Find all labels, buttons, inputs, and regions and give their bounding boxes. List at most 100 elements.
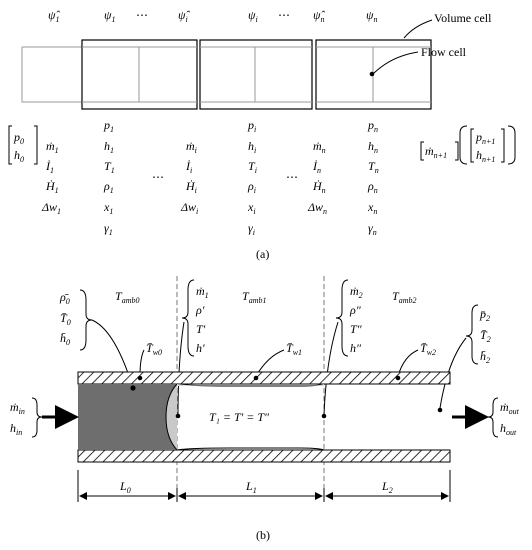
inlet-state: ṁin hin (10, 397, 43, 438)
gamma-i: γi (248, 221, 255, 237)
length-dimensions: L0 L1 L2 (77, 470, 451, 502)
flow-cell-leader (373, 51, 419, 74)
p-bar-2: p̄2 (479, 307, 490, 323)
T-wall-2: T̄w2 (420, 341, 436, 357)
p-1: p1 (103, 118, 114, 134)
inlet-bracket-left (8, 125, 12, 165)
hdot-i: Ḣi (185, 179, 197, 195)
psi-i: ψi (248, 8, 258, 24)
h-bar-2: h̄2 (480, 349, 490, 365)
caption-b: (b) (256, 528, 270, 542)
panel-a: ψ̂1 ψ1 ⋯ ψ̂i ψi ⋯ ψ̂n ψn (8, 8, 516, 261)
p-n: pn (367, 118, 378, 134)
T-wall-0: T̄w0 (146, 341, 162, 357)
psi-n: ψn (366, 8, 377, 24)
h-out: hout (500, 421, 517, 437)
psi-1: ψ1 (104, 8, 115, 24)
psi-hat-1: ψ̂1 (48, 8, 60, 24)
x-1: x1 (103, 200, 113, 216)
psi-hat-i: ψ̂i (178, 8, 190, 24)
zone2-brace (335, 279, 349, 357)
outlet-bracket-left (470, 128, 474, 163)
zone2-props: ṁ2 ρ″ T″ h″ (335, 279, 363, 357)
callouts: Volume cell Flow cell (373, 11, 492, 74)
inlet-bracket-right (34, 125, 38, 165)
mdot-in: ṁin (10, 400, 25, 416)
two-phase-front (166, 384, 177, 450)
mdot-1-b: ṁ1 (196, 284, 209, 300)
zone1-props: ṁ1 ρ′ T′ h′ (181, 279, 209, 357)
outlet-state: ṁout hout (487, 397, 520, 438)
rho-i: ρi (247, 179, 256, 195)
h-1: h1 (104, 139, 114, 155)
T-prime: T′ (196, 322, 206, 336)
inlet-h0: h0 (14, 148, 24, 164)
mdot-n-plus-1: ṁn+1 (425, 144, 447, 160)
zone1-brace (181, 279, 195, 357)
zone3-brace (465, 304, 479, 365)
outlet-flow-bracket-right (455, 141, 459, 161)
mdot-out: ṁout (500, 400, 520, 416)
hdot-1: Ḣ1 (45, 179, 59, 195)
outlet-vector: ṁn+1 pn+1 hn+1 (420, 125, 516, 165)
gamma-n: γn (368, 221, 377, 237)
wall1-point (253, 375, 259, 381)
volume-column-i: pi hi Ti ρi xi γi (247, 118, 257, 237)
outlet-brace (487, 397, 499, 438)
zone1-leader (177, 321, 185, 417)
idot-1: İ1 (45, 159, 54, 175)
h-n: hn (368, 139, 378, 155)
mdot-n: ṁn (313, 139, 326, 155)
boundary-cell-left (21, 46, 83, 103)
T-bar-0: T̄0 (60, 311, 71, 327)
two-phase-front-outline (165, 383, 178, 451)
zone1-point (175, 413, 181, 419)
x-i: xi (247, 200, 256, 216)
T-amb0: Tamb0 (115, 289, 139, 305)
p-i: pi (247, 118, 256, 134)
idot-i: İi (185, 159, 192, 175)
volume-cell-leader (403, 19, 433, 39)
T-1: T1 (104, 159, 115, 175)
psi-hat-n: ψ̂n (313, 8, 325, 24)
zone3-props: p̄2 T̄2 h̄2 (465, 304, 491, 365)
rho-1: ρ1 (103, 179, 114, 195)
x-n: xn (367, 200, 377, 216)
gamma-1: γ1 (104, 221, 113, 237)
zone3-leader (439, 337, 467, 409)
volume-cell-i (199, 39, 313, 110)
pipe: T₁ = T′ = T″ (77, 371, 451, 463)
outlet-paren-right (507, 125, 516, 165)
outlet-paren-left (459, 125, 468, 165)
volume-cell-1 (81, 39, 198, 110)
psi-dots-1: ⋯ (136, 8, 148, 22)
zone3-point (437, 407, 443, 413)
h-dprime: h″ (350, 341, 362, 355)
dots-a-2: ⋯ (286, 170, 298, 184)
caption-a: (a) (256, 247, 269, 261)
inlet-vector: p0 h0 (8, 125, 38, 165)
flow-column-n: ṁn İn Ḣn Δwn (307, 139, 327, 216)
L2: L2 (381, 479, 393, 495)
film-top-fill (177, 384, 324, 386)
zone2-point (321, 413, 327, 419)
p-n-plus-1: pn+1 (475, 130, 495, 146)
volume-cell-label: Volume cell (434, 11, 492, 25)
h-bar-0: h̄0 (60, 331, 70, 347)
T-bar-2: T̄2 (480, 328, 491, 344)
L1: L1 (245, 479, 257, 495)
rho-n: ρn (367, 179, 378, 195)
volume-column-n: pn hn Tn ρn xn γn (367, 118, 379, 237)
idot-n: İn (312, 159, 321, 175)
pipe-wall-bottom (77, 449, 451, 463)
panel-b: ρ̄0 T̄0 h̄0 Tamb0 Tamb1 Tamb2 T̄w0 T̄w1 … (10, 276, 520, 542)
mdot-2-b: ṁ2 (350, 284, 363, 300)
cell-row (21, 39, 432, 110)
outlet-flow-bracket-left (420, 141, 424, 161)
L0: L0 (119, 479, 131, 495)
psi-dots-2: ⋯ (278, 8, 290, 22)
T-amb1: Tamb1 (242, 289, 266, 305)
dots-a-1: ⋯ (152, 170, 164, 184)
dw-i: Δwi (180, 200, 198, 216)
